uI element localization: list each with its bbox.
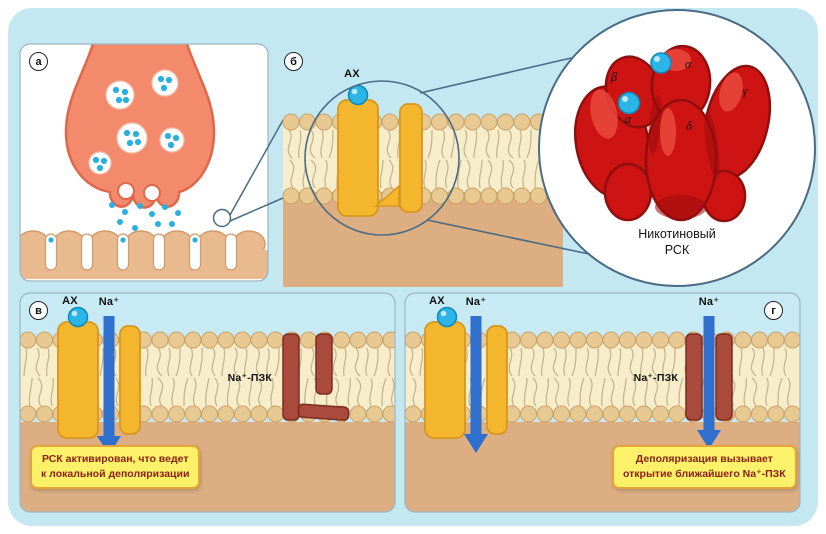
na-label-v: Na⁺ [98, 296, 120, 308]
sodium-channel-open [685, 333, 733, 421]
panel-label-g-text: г [771, 304, 776, 317]
magnifier-link-a [212, 119, 284, 228]
subunit-label-delta: δ [686, 119, 692, 133]
ach-molecules-magnified [617, 52, 672, 115]
subunit-label-alpha-top: α [684, 57, 692, 71]
panel-label-v: в [29, 301, 48, 320]
receptor-gate-closed [373, 184, 400, 207]
magnifier-caption: Никотиновый РСК [638, 226, 715, 259]
ach-receptor-b [337, 99, 423, 217]
panel-label-b-text: б [290, 55, 297, 68]
channel-gate-closed [297, 403, 350, 421]
postsynaptic-membrane [20, 230, 268, 279]
fusing-vesicles [117, 182, 161, 202]
junctional-folds [44, 233, 238, 271]
sodium-channel-label-v: Na⁺-ПЗК [227, 372, 272, 384]
magnifier-caption-line2: РСК [664, 243, 690, 258]
caption-box-g: Деполяризация вызывает открытие ближайше… [612, 445, 797, 490]
panel-a-border [19, 43, 269, 282]
lipid-bilayer-b [282, 113, 564, 205]
synaptic-vesicles [88, 69, 185, 202]
caption-box-v: РСК активирован, что ведет к локальной д… [30, 445, 201, 490]
caption-g-line1: Деполяризация вызывает [635, 453, 773, 465]
na-arrow-g1 [464, 316, 488, 453]
panel-label-b: б [284, 52, 303, 71]
subunit-label-beta: β [610, 70, 618, 84]
panel-g-border [404, 292, 801, 513]
panel-label-v-text: в [35, 304, 42, 317]
ach-label-v: АХ [62, 295, 78, 307]
caption-v-line1: РСК активирован, что ведет [41, 453, 189, 465]
na-label-g-left: Na⁺ [465, 296, 487, 308]
receptor-shading [648, 95, 720, 219]
caption-v-line2: к локальной деполяризации [41, 468, 190, 481]
na-arrow-g2 [697, 316, 721, 449]
ach-receptor-v [57, 321, 141, 439]
ach-molecule-g [436, 306, 458, 328]
magnifier-caption-line1: Никотиновый [638, 227, 716, 241]
na-label-g-right: Na⁺ [698, 296, 720, 308]
ach-molecule-b [347, 84, 369, 106]
panel-label-a-text: а [35, 55, 42, 68]
ach-molecule-v [67, 306, 89, 328]
sodium-channel-label-g: Na⁺-ПЗК [633, 372, 678, 384]
panel-v-border [19, 292, 396, 513]
magnifier-circle-b [304, 80, 460, 236]
panel-label-a: а [29, 52, 48, 71]
nicotinic-receptor-3d [573, 44, 772, 223]
ach-label-g: АХ [429, 295, 445, 307]
ach-receptor-g [424, 321, 508, 439]
magnifier-connectors [419, 57, 590, 255]
panel-b-art [282, 80, 564, 287]
panel-v-art [20, 293, 395, 512]
caption-g-line2: открытие ближайшего Na⁺-ПЗК [623, 468, 786, 481]
panel-a-art [20, 44, 268, 281]
magnified-view [538, 9, 816, 287]
cleft-neurotransmitter-dots [48, 202, 198, 243]
presynaptic-terminal [64, 44, 216, 209]
sodium-channel-closed [282, 333, 350, 421]
panel-label-g: г [764, 301, 783, 320]
magnified-circle-outline [538, 9, 816, 287]
ach-label-b: АХ [344, 68, 360, 80]
vesicle-neurotransmitter-dots [92, 75, 180, 172]
subunit-label-gamma: γ [742, 84, 748, 98]
subunit-label-alpha-left: α [624, 112, 632, 126]
